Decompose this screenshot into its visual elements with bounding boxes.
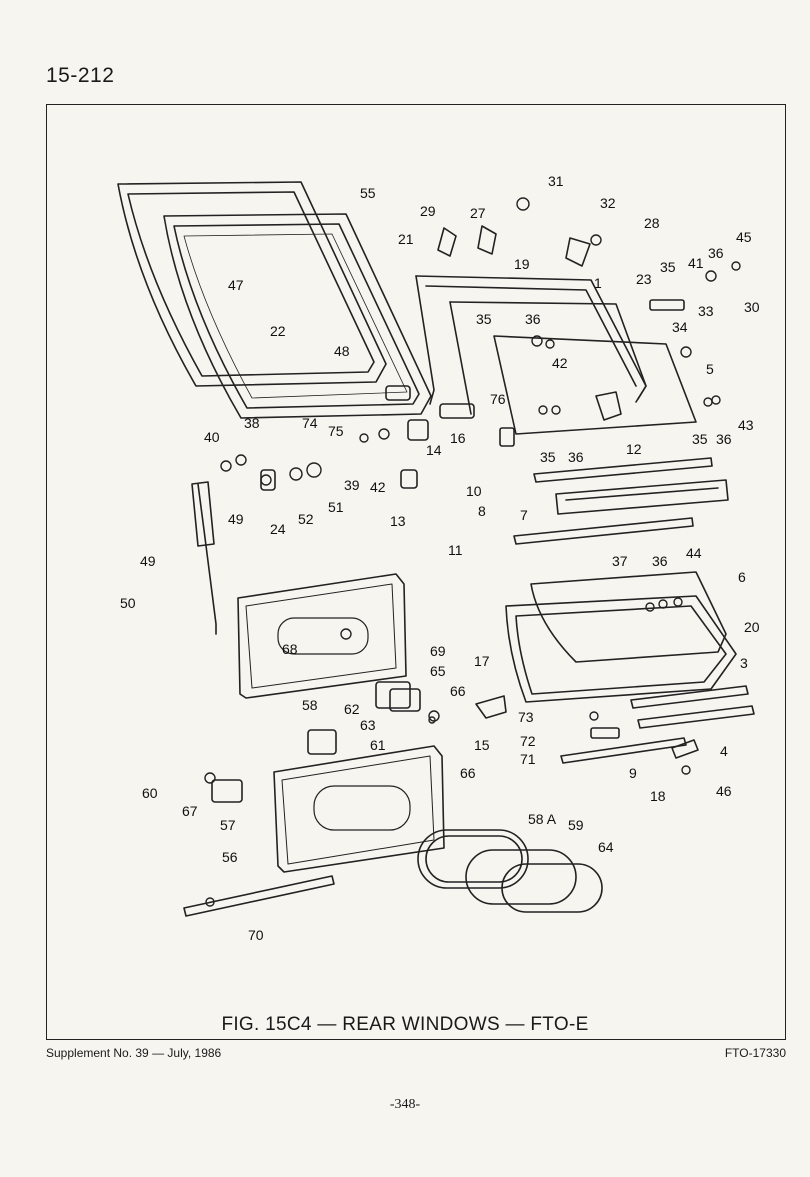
callout-label: 23	[636, 271, 652, 287]
callout-label: 18	[650, 788, 666, 804]
callout-label: 5	[706, 361, 714, 377]
callout-label: 44	[686, 545, 702, 561]
page-number: 15-212	[46, 64, 115, 87]
figure-caption: FIG. 15C4 — REAR WINDOWS — FTO-E	[221, 1014, 589, 1035]
callout-label: 49	[228, 511, 244, 527]
callout-label: 21	[398, 231, 414, 247]
callout-label: 46	[716, 783, 732, 799]
callout-label: 22	[270, 323, 286, 339]
exploded-parts-diagram: 1 3 4 5 6 7 8 9 10 11 12 13 14 15 16 17 …	[117, 173, 760, 943]
callout-label: 75	[328, 423, 344, 439]
callout-label: 70	[248, 927, 264, 943]
callout-label: 19	[514, 256, 530, 272]
callout-labels: 1 3 4 5 6 7 8 9 10 11 12 13 14 15 16 17 …	[120, 173, 760, 943]
callout-label: 41	[688, 255, 704, 271]
callout-label: 45	[736, 229, 752, 245]
callout-label: 74	[302, 415, 318, 431]
callout-label: 31	[548, 173, 564, 189]
callout-label: 66	[450, 683, 466, 699]
callout-label: 61	[370, 737, 386, 753]
callout-label: 60	[142, 785, 158, 801]
figure-frame	[46, 104, 786, 1040]
callout-label: 67	[182, 803, 198, 819]
callout-label: 68	[282, 641, 298, 657]
callout-label: 3	[740, 655, 748, 671]
callout-label: 58 A	[528, 811, 557, 827]
callout-label: 69	[430, 643, 446, 659]
round-hardware	[204, 197, 741, 907]
callout-label: 15	[474, 737, 490, 753]
callout-label: 8	[478, 503, 486, 519]
callout-label: 11	[448, 542, 463, 558]
callout-label: 33	[698, 303, 714, 319]
part-drawings	[117, 181, 755, 917]
callout-label: 1	[594, 275, 602, 291]
callout-label: 9	[629, 765, 637, 781]
callout-label: 16	[450, 430, 466, 446]
callout-label: 36	[568, 449, 584, 465]
callout-label: 73	[518, 709, 534, 725]
callout-label: 7	[520, 507, 528, 523]
callout-label: 28	[644, 215, 660, 231]
callout-label: 49	[140, 553, 156, 569]
callout-label: 37	[612, 553, 628, 569]
callout-label: 64	[598, 839, 614, 855]
callout-label: 34	[672, 319, 688, 335]
callout-label: 36	[708, 245, 724, 261]
callout-label: 24	[270, 521, 286, 537]
callout-label: 35	[476, 311, 492, 327]
callout-label: 55	[360, 185, 376, 201]
callout-label: 14	[426, 442, 442, 458]
callout-label: 39	[344, 477, 360, 493]
callout-label: 63	[360, 717, 376, 733]
callout-label: 27	[470, 205, 486, 221]
callout-label: 6	[738, 569, 746, 585]
sheet-number: -348-	[389, 1097, 421, 1112]
callout-label: 12	[626, 441, 642, 457]
callout-label: 35	[660, 259, 676, 275]
callout-label: 62	[344, 701, 360, 717]
callout-label: 36	[525, 311, 541, 327]
callout-label: 66	[460, 765, 476, 781]
callout-label: 40	[204, 429, 220, 445]
callout-label: 20	[744, 619, 760, 635]
callout-label: 17	[474, 653, 490, 669]
callout-label: 56	[222, 849, 238, 865]
callout-label: 32	[600, 195, 616, 211]
callout-label: 51	[328, 499, 344, 515]
callout-label: 47	[228, 277, 244, 293]
callout-label: 48	[334, 343, 350, 359]
document-code: FTO-17330	[724, 1046, 786, 1060]
callout-label: 36	[652, 553, 668, 569]
callout-label: 38	[244, 415, 260, 431]
callout-label: 35	[540, 449, 556, 465]
callout-label: 50	[120, 595, 136, 611]
callout-label: 72	[520, 733, 536, 749]
callout-label: 13	[390, 513, 406, 529]
callout-label: 35	[692, 431, 708, 447]
callout-label: 42	[552, 355, 568, 371]
callout-label: 29	[420, 203, 436, 219]
callout-label: 59	[568, 817, 584, 833]
callout-label: 36	[716, 431, 732, 447]
callout-label: 43	[738, 417, 754, 433]
callout-label: 52	[298, 511, 314, 527]
callout-label: 4	[720, 743, 728, 759]
callout-label: 10	[466, 483, 482, 499]
supplement-note: Supplement No. 39 — July, 1986	[46, 1046, 222, 1060]
callout-label: 76	[490, 391, 506, 407]
callout-label: 30	[744, 299, 760, 315]
callout-label: 42	[370, 479, 386, 495]
callout-label: 57	[220, 817, 236, 833]
callout-label: 71	[520, 751, 536, 767]
callout-label: 65	[430, 663, 446, 679]
callout-label: 58	[302, 697, 318, 713]
